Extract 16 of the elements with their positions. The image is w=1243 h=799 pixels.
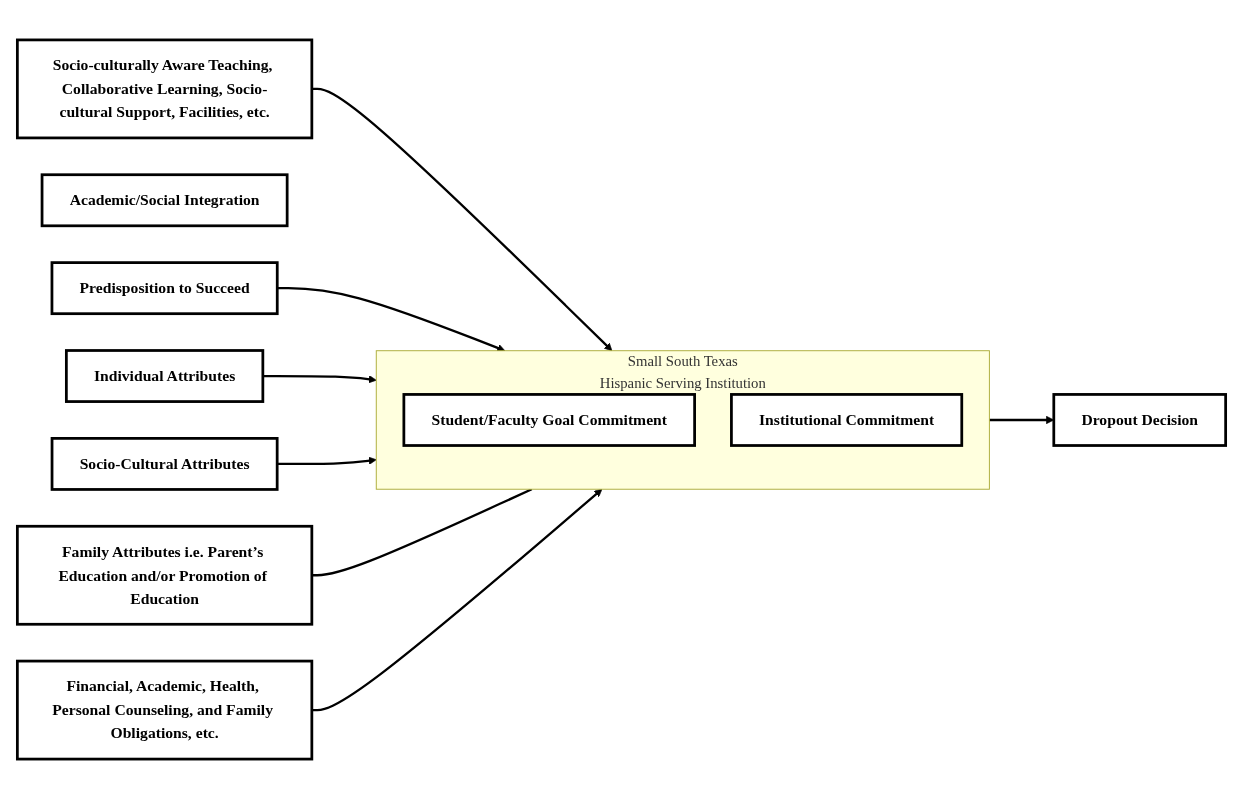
node-box: Academic/Social Integration	[40, 173, 289, 228]
node-box: Dropout Decision	[1052, 393, 1228, 447]
node-box: Institutional Commitment	[730, 393, 964, 447]
node-box: Student/Faculty Goal Commitment	[402, 393, 696, 447]
arrow	[277, 287, 506, 352]
arrow	[277, 456, 377, 466]
arrow	[311, 87, 613, 352]
node-box: Predisposition to Succeed	[50, 261, 279, 316]
arrow	[311, 488, 603, 712]
node-box: Individual Attributes	[65, 349, 265, 403]
node-box: Socio-culturally Aware Teaching, Collaborative Learning, Socio-cultural Support, Facilities, etc.	[16, 38, 314, 140]
node-box: Family Attributes i.e. Parent’s Education and/or Promotion of Education	[16, 524, 314, 626]
node-box: Socio-Cultural Attributes	[50, 437, 279, 491]
connector	[311, 488, 533, 577]
node-box: Financial, Academic, Health, Personal Counseling, and Family Obligations, etc.	[16, 659, 314, 761]
arrow	[262, 374, 377, 384]
